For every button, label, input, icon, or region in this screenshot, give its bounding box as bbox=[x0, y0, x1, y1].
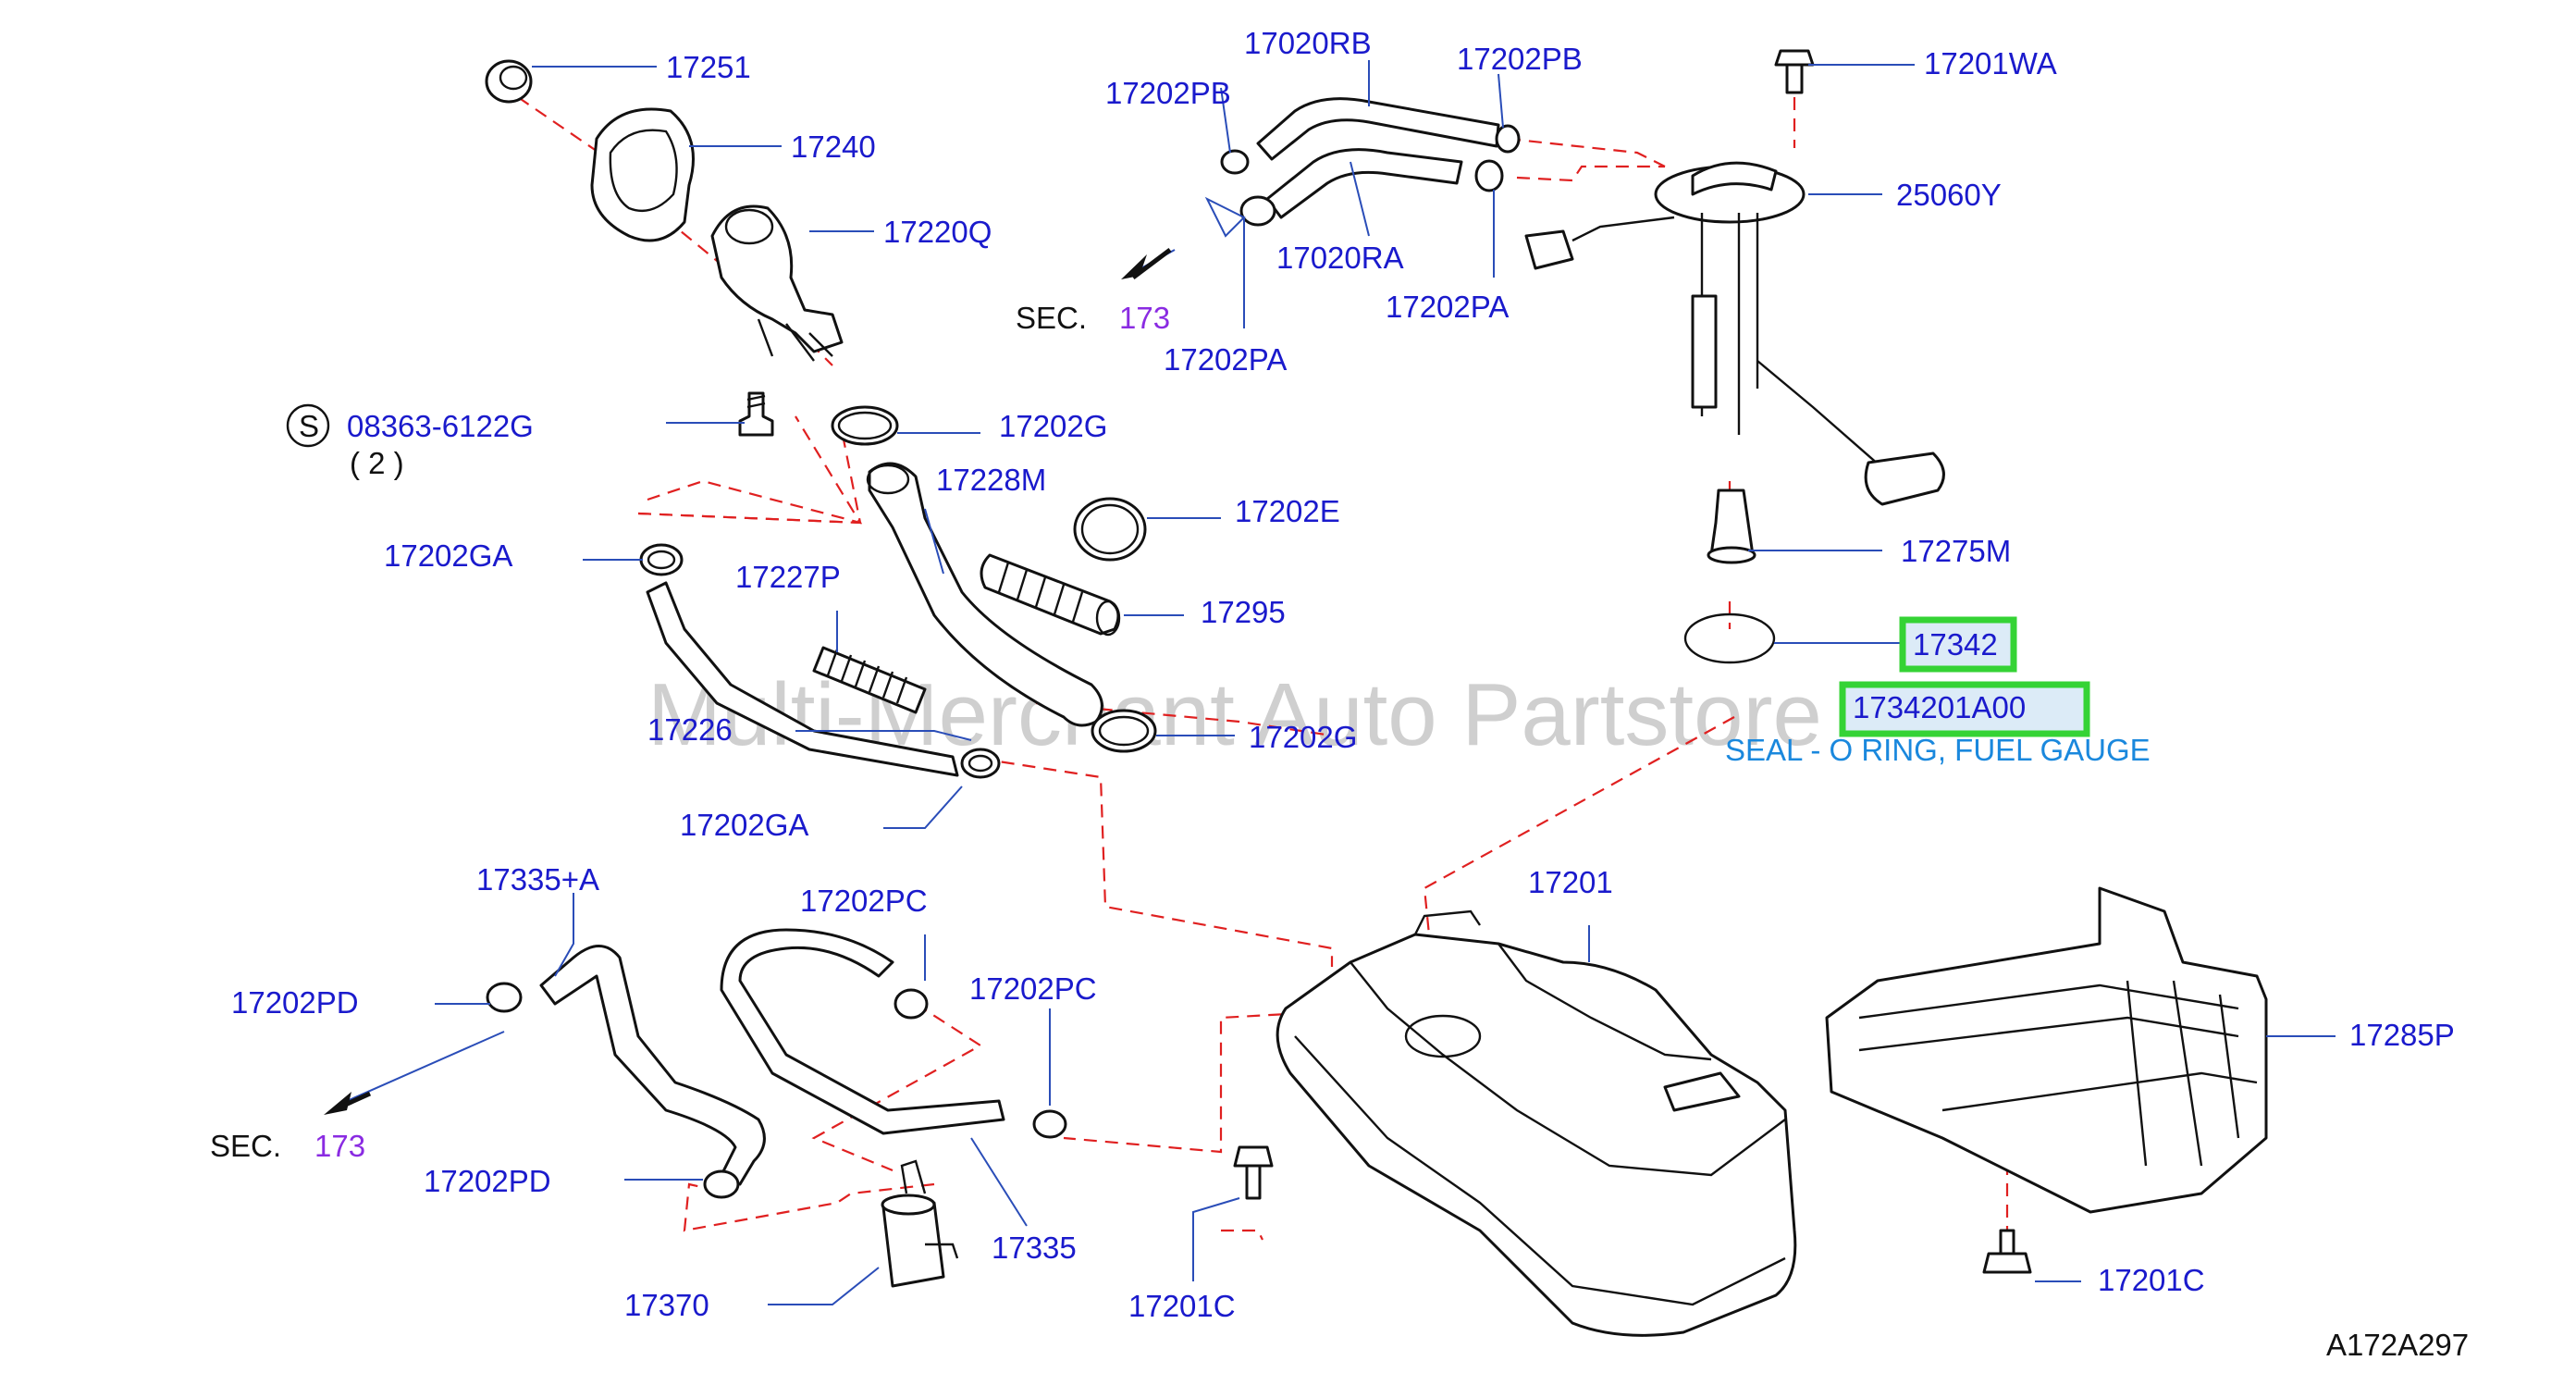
clamp-17202GA-top bbox=[639, 543, 684, 576]
clamp-17202G-bottom bbox=[1091, 709, 1157, 753]
diagram-code: A172A297 bbox=[2326, 1328, 2469, 1362]
bolt-17201WA bbox=[1774, 49, 1815, 94]
label-17201C-right[interactable]: 17201C bbox=[2098, 1263, 2205, 1297]
label-17240[interactable]: 17240 bbox=[791, 130, 876, 164]
screw-symbol: S bbox=[299, 409, 319, 443]
clamps-17202PD bbox=[486, 982, 740, 1199]
label-17202PB-left[interactable]: 17202PB bbox=[1105, 76, 1231, 110]
label-17202GA-top[interactable]: 17202GA bbox=[384, 538, 512, 573]
grommet-17240 bbox=[590, 107, 695, 242]
part-labels: 17251 17240 17220Q S 08363-6122G ( 2 ) 1… bbox=[210, 26, 2469, 1362]
label-17202PA-right[interactable]: 17202PA bbox=[1386, 290, 1509, 324]
corrugated-hose-17295 bbox=[980, 553, 1121, 637]
label-17228M[interactable]: 17228M bbox=[936, 463, 1046, 497]
label-17202PD-bottom[interactable]: 17202PD bbox=[424, 1164, 551, 1198]
filler-neck-17220Q bbox=[710, 204, 844, 362]
gauge-part-17275M bbox=[1707, 489, 1756, 564]
o-ring-17342 bbox=[1683, 612, 1776, 664]
label-17342[interactable]: 17342 bbox=[1913, 627, 1998, 662]
sec-number-bottom[interactable]: 173 bbox=[314, 1129, 365, 1163]
label-17020RB[interactable]: 17020RB bbox=[1244, 26, 1372, 60]
clamp-17202E bbox=[1073, 497, 1147, 562]
label-17295[interactable]: 17295 bbox=[1201, 595, 1286, 629]
label-17202PC-mid[interactable]: 17202PC bbox=[969, 971, 1097, 1006]
label-17335A[interactable]: 17335+A bbox=[476, 862, 599, 897]
label-17226[interactable]: 17226 bbox=[647, 712, 733, 747]
hose-17020RA bbox=[1265, 148, 1463, 219]
label-17335[interactable]: 17335 bbox=[992, 1231, 1077, 1265]
filter-17370 bbox=[881, 1159, 959, 1288]
highlight-box-17342 bbox=[1899, 616, 2017, 673]
label-17201[interactable]: 17201 bbox=[1528, 865, 1613, 899]
sec-label-top: SEC. bbox=[1016, 301, 1087, 335]
bolt-17201C-left bbox=[1233, 1145, 1274, 1200]
label-17202PB-right[interactable]: 17202PB bbox=[1457, 42, 1583, 76]
clamp-17202GA-bottom bbox=[960, 748, 1001, 779]
sec-label-bottom: SEC. bbox=[210, 1129, 281, 1163]
assembly-dashed-lines bbox=[517, 96, 2009, 1244]
tank-protector-17285P bbox=[1825, 886, 2268, 1214]
spring-17227P bbox=[812, 646, 927, 714]
label-17285P[interactable]: 17285P bbox=[2349, 1018, 2455, 1052]
filler-cap-17251 bbox=[485, 59, 533, 104]
label-17227P[interactable]: 17227P bbox=[735, 560, 841, 594]
clamps-17202PC bbox=[894, 988, 1067, 1139]
label-17202PD-top[interactable]: 17202PD bbox=[231, 985, 359, 1020]
fuel-tank-17201 bbox=[1276, 909, 1797, 1337]
label-17020RA[interactable]: 17020RA bbox=[1276, 241, 1404, 275]
leader-lines bbox=[346, 60, 2336, 1305]
clamp-17202G-top bbox=[831, 405, 899, 446]
label-17202E[interactable]: 17202E bbox=[1235, 494, 1340, 528]
label-17202G-top[interactable]: 17202G bbox=[999, 409, 1107, 443]
label-17220Q[interactable]: 17220Q bbox=[883, 215, 992, 249]
label-17201C-left[interactable]: 17201C bbox=[1128, 1289, 1236, 1323]
sec-arrow-icon-bottom bbox=[324, 1091, 372, 1115]
label-08363-6122G[interactable]: 08363-6122G bbox=[347, 409, 534, 443]
label-17202G-bottom[interactable]: 17202G bbox=[1249, 720, 1357, 754]
label-1734201A00[interactable]: 1734201A00 bbox=[1853, 690, 2026, 724]
label-17202GA-bottom[interactable]: 17202GA bbox=[680, 808, 808, 842]
label-17275M[interactable]: 17275M bbox=[1901, 534, 2011, 568]
screw-quantity: ( 2 ) bbox=[350, 446, 404, 480]
highlight-box-1734201A00 bbox=[1839, 681, 2090, 737]
bolt-17201C-right bbox=[1982, 1229, 2032, 1274]
clamps-17202PB-PA bbox=[1220, 124, 1521, 227]
label-17202PC-top[interactable]: 17202PC bbox=[800, 884, 928, 918]
screw-symbol-circle-icon bbox=[286, 403, 330, 448]
label-17251[interactable]: 17251 bbox=[666, 50, 751, 84]
screw-08363 bbox=[738, 391, 774, 437]
label-17370[interactable]: 17370 bbox=[624, 1288, 709, 1322]
label-17202PA-left[interactable]: 17202PA bbox=[1164, 342, 1287, 377]
sec-arrow-icon-top bbox=[1121, 248, 1172, 279]
fuel-gauge-unit-25060Y bbox=[1524, 161, 1945, 506]
hose-17335 bbox=[720, 928, 1005, 1135]
sec-number-top[interactable]: 173 bbox=[1119, 301, 1170, 335]
hose-17226 bbox=[646, 581, 959, 777]
hose-17335A bbox=[539, 945, 766, 1186]
seal-note: SEAL - O RING, FUEL GAUGE bbox=[1725, 733, 2151, 767]
label-25060Y[interactable]: 25060Y bbox=[1896, 178, 2002, 212]
label-17201WA[interactable]: 17201WA bbox=[1924, 46, 2057, 80]
